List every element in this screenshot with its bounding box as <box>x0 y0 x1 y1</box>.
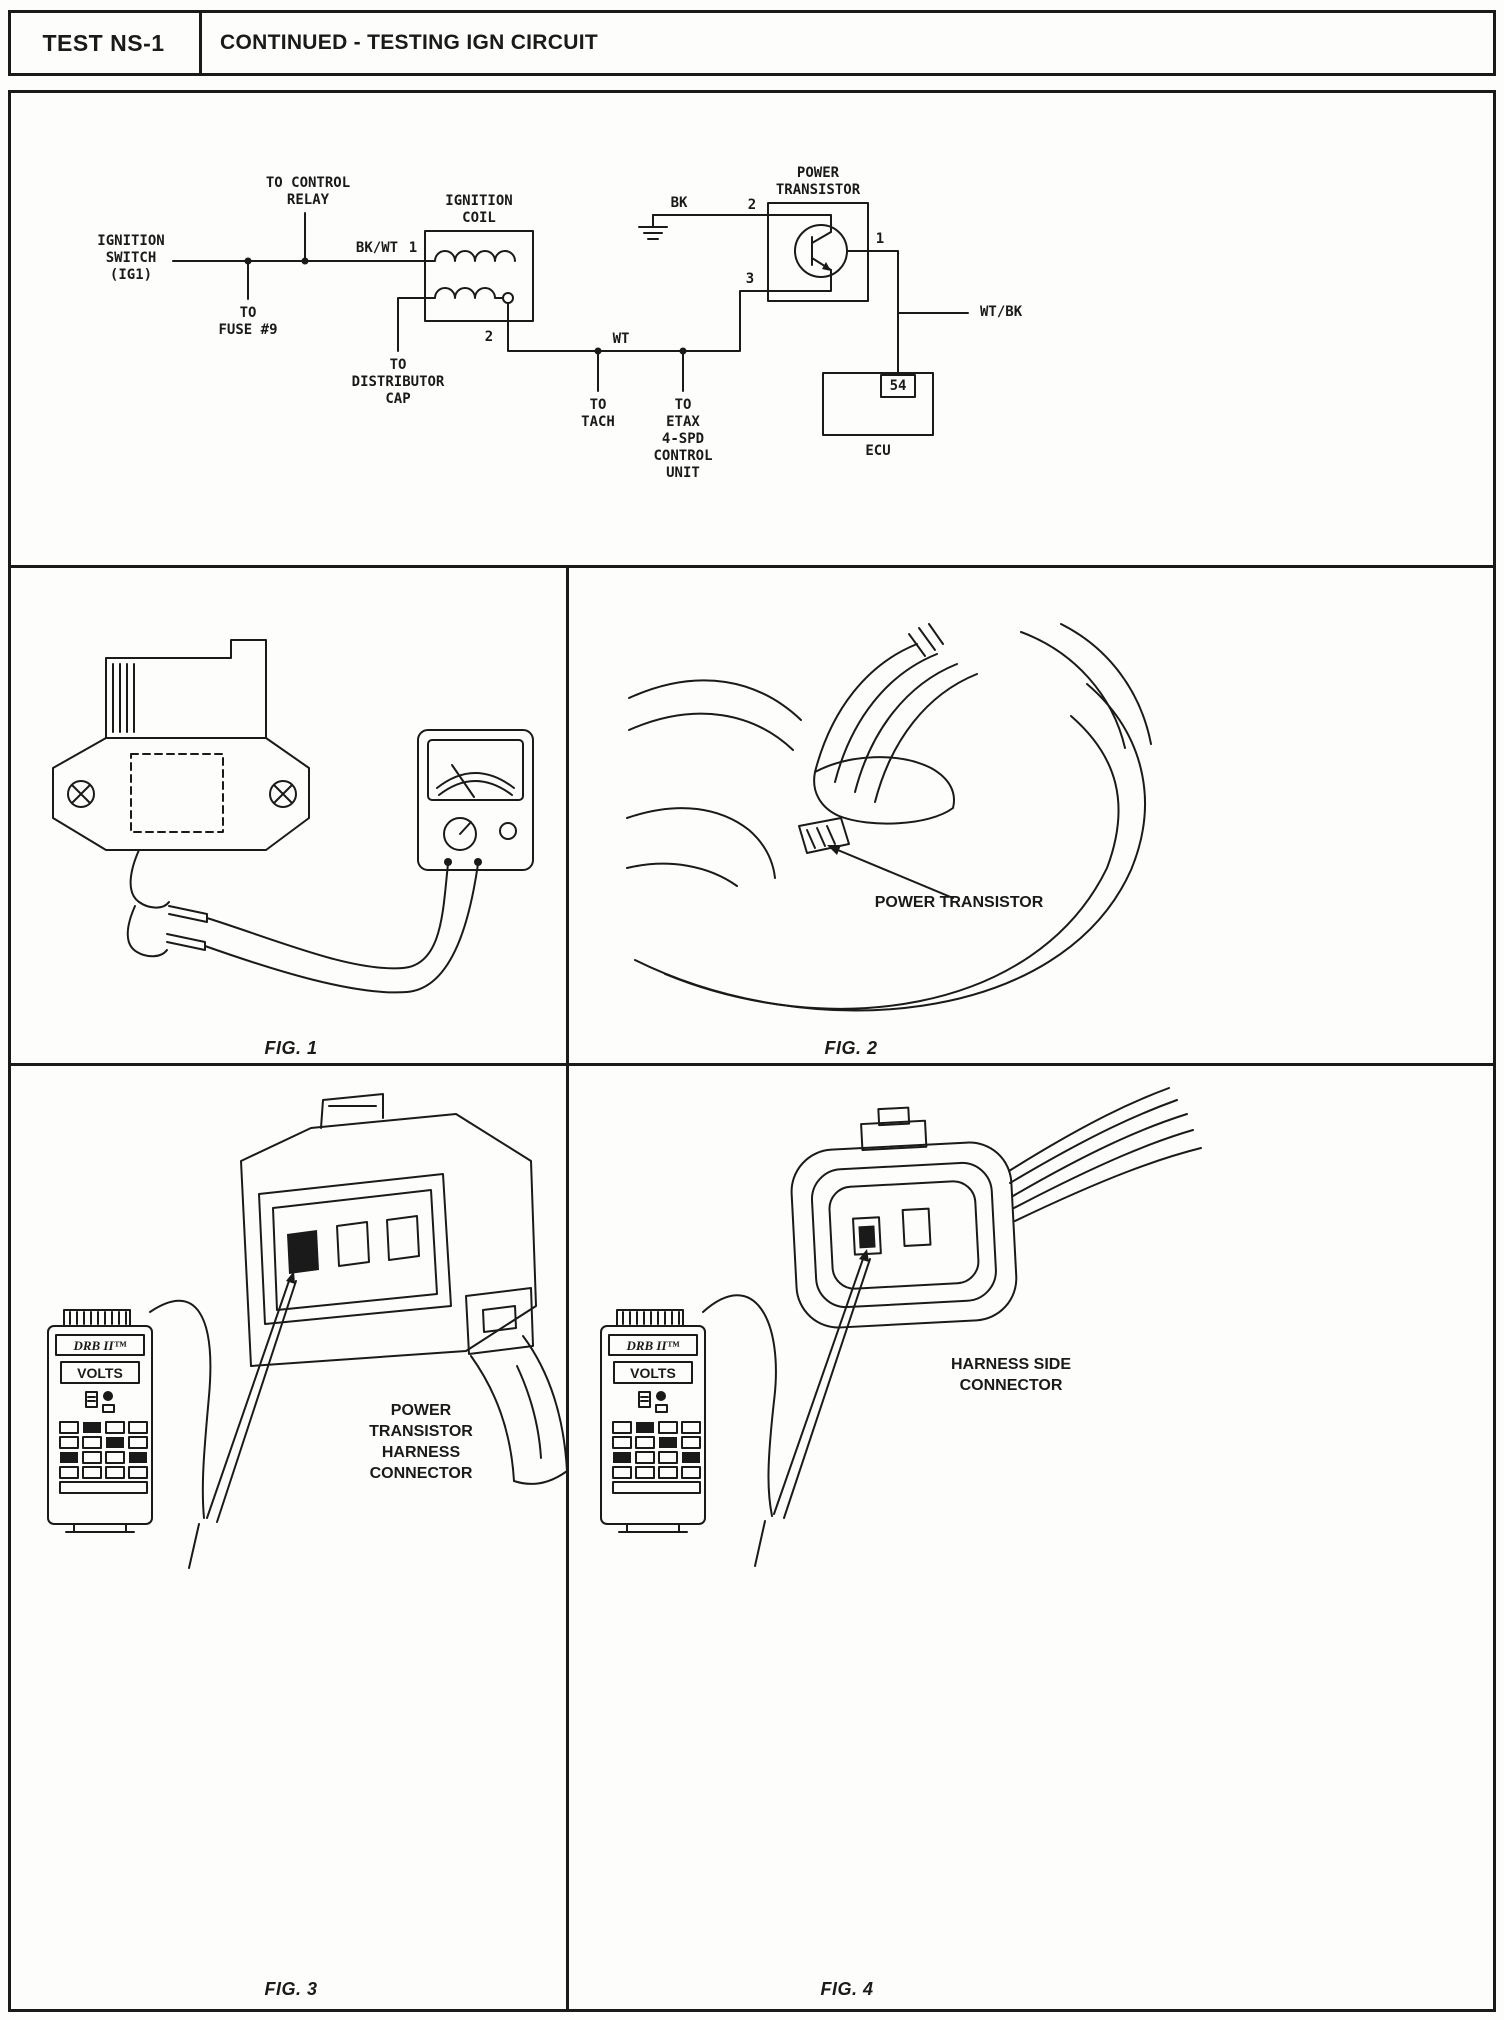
engine-bay-drawing <box>626 623 1152 1012</box>
coil-connector <box>126 849 208 958</box>
content-border-top <box>8 90 1496 93</box>
pt-harness-connector-drawing <box>240 1093 566 1485</box>
ecu-box <box>822 372 934 436</box>
figure-2-panel: POWER TRANSISTOR FIG. 2 <box>569 568 1493 1063</box>
figure-3-drawing: DRB II™ VOLTS <box>47 1093 566 1569</box>
figure-2-callout: POWER TRANSISTOR <box>874 894 1044 911</box>
drb2-tester: DRB II™ VOLTS <box>600 1309 706 1533</box>
label-coil-pin-1: 1 <box>408 240 418 256</box>
label-transistor-pin-3: 3 <box>745 271 755 287</box>
label-to-distributor-cap: TO DISTRIBUTOR CAP <box>351 357 445 407</box>
figure-4-callout: HARNESS SIDE CONNECTOR <box>950 1356 1072 1394</box>
figure-1-drawing <box>52 639 534 994</box>
power-transistor-part <box>798 817 850 854</box>
transistor-symbol <box>767 214 848 292</box>
coil-windings <box>424 250 516 304</box>
test-id: TEST NS-1 <box>42 29 165 56</box>
tester-brand-label: DRB II™ <box>72 1338 126 1353</box>
label-to-etax: TO ETAX 4-SPD CONTROL UNIT <box>653 397 713 481</box>
page-title: CONTINUED - TESTING IGN CIRCUIT <box>220 31 598 54</box>
header-border-bottom <box>8 73 1496 76</box>
label-transistor-pin-2: 2 <box>747 197 757 213</box>
divider-figure-columns <box>566 568 569 2012</box>
ignition-circuit-schematic: IGNITION SWITCH (IG1) TO CONTROL RELAY T… <box>11 93 1493 565</box>
ignition-coil-box <box>424 230 534 322</box>
harness-side-connector-drawing <box>790 1087 1202 1329</box>
tester-mode-display: VOLTS <box>630 1365 676 1381</box>
content-border-right <box>1493 90 1496 2012</box>
figure-4-panel: DRB II™ VOLTS <box>569 1066 1493 2009</box>
schematic-wires <box>172 212 969 392</box>
test-leads <box>204 863 479 994</box>
multimeter-drawing <box>417 729 534 871</box>
header-separator <box>199 10 202 76</box>
label-wire-bk-wt: BK/WT <box>355 240 399 256</box>
figure-1-panel: FIG. 1 <box>11 568 566 1063</box>
label-to-tach: TO TACH <box>581 397 615 430</box>
figure-4-drawing: DRB II™ VOLTS <box>600 1087 1202 1567</box>
label-power-transistor: POWER TRANSISTOR <box>775 165 861 198</box>
label-ignition-switch: IGNITION SWITCH (IG1) <box>97 233 165 283</box>
power-transistor-box <box>767 202 869 302</box>
figure-4-caption: FIG. 4 <box>820 1979 874 1999</box>
header-border-right <box>1493 10 1496 76</box>
figure-3-panel: DRB II™ VOLTS <box>11 1066 566 2009</box>
label-to-fuse-9: TO FUSE #9 <box>218 305 278 338</box>
schematic-drawing <box>172 202 969 436</box>
label-to-control-relay: TO CONTROL RELAY <box>265 175 351 208</box>
label-ignition-coil: IGNITION COIL <box>445 193 513 226</box>
figure-2-drawing <box>626 623 1152 1012</box>
label-wire-wt-bk: WT/BK <box>980 304 1023 320</box>
probe-and-lead <box>149 1271 297 1569</box>
tester-keypad <box>59 1421 148 1494</box>
harness-wires <box>1008 1087 1202 1222</box>
content-border-bottom <box>8 2009 1496 2012</box>
callout-arrow <box>827 845 954 899</box>
tester-mode-display: VOLTS <box>77 1365 123 1381</box>
junction-dots <box>244 257 687 355</box>
label-transistor-pin-1: 1 <box>875 231 885 247</box>
header-border-top <box>8 10 1496 13</box>
divider-schematic-figures <box>8 565 1496 568</box>
figure-1-caption: FIG. 1 <box>264 1038 318 1058</box>
drb2-tester: DRB II™ VOLTS <box>47 1309 153 1533</box>
header-border-left <box>8 10 11 76</box>
label-ecu-pin-54: 54 <box>889 378 907 394</box>
figure-3-caption: FIG. 3 <box>264 1979 318 1999</box>
probe-and-lead <box>702 1249 871 1567</box>
tester-keypad <box>612 1421 701 1494</box>
label-wire-wt: WT <box>612 331 630 347</box>
label-ecu: ECU <box>865 443 891 459</box>
ignition-coil-drawing <box>52 639 479 994</box>
label-coil-pin-2: 2 <box>484 329 494 345</box>
tester-brand-label: DRB II™ <box>625 1338 679 1353</box>
ground-icon <box>638 214 668 240</box>
figure-2-caption: FIG. 2 <box>824 1038 878 1058</box>
divider-figure-rows <box>8 1063 1496 1066</box>
label-wire-bk: BK <box>670 195 688 211</box>
content-border-left <box>8 90 11 2012</box>
figure-3-callout: POWER TRANSISTOR HARNESS CONNECTOR <box>369 1402 473 1482</box>
